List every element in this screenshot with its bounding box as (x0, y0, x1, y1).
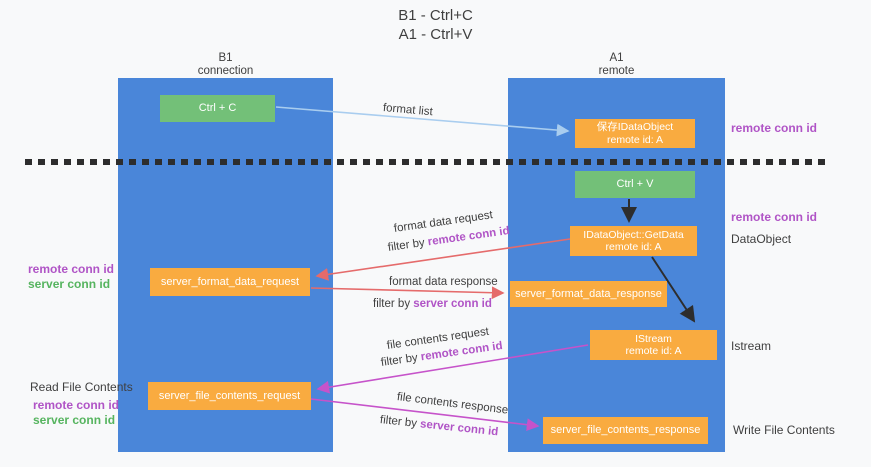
node-server-file-contents-response: server_file_contents_response (543, 417, 708, 444)
annotation-remote-conn-id-top: remote conn id (731, 121, 818, 135)
annotation-file-remote-conn-id: remote conn id (33, 398, 120, 412)
getdata-line1: IDataObject::GetData (583, 228, 684, 241)
label-file-contents-response-filter: filter by server conn id (379, 414, 498, 438)
server-format-data-request-label: server_format_data_request (160, 275, 300, 288)
title-line-1: B1 - Ctrl+C (398, 7, 473, 24)
lane-header-b1: B1 connection (118, 52, 333, 77)
node-server-format-data-response: server_format_data_response (510, 281, 667, 307)
annotation-file-server-conn-id: server conn id (33, 413, 116, 427)
annotation-read-file-contents: Read File Contents (30, 380, 133, 394)
annotation-format-remote-conn-id: remote conn id (28, 262, 115, 276)
ctrl-c-label: Ctrl + C (198, 102, 237, 114)
format-data-response-arrow (310, 286, 505, 300)
filter-by-text: filter by (387, 236, 429, 254)
node-istream: IStream remote id: A (590, 330, 717, 360)
node-ctrl-v: Ctrl + V (575, 171, 695, 198)
filter-server-conn-id: server conn id (413, 298, 492, 310)
server-format-data-response-label: server_format_data_response (515, 287, 662, 300)
getdata-line2: remote id: A (605, 241, 662, 253)
node-ctrl-c: Ctrl + C (160, 95, 275, 122)
lane-a1-title: A1 (609, 52, 624, 64)
lane-header-a1: A1 remote (508, 52, 725, 77)
node-save-idataobject: 保存IDataObject remote id: A (575, 119, 695, 148)
node-idataobject-getdata: IDataObject::GetData remote id: A (570, 226, 697, 256)
lane-b1-subtitle: connection (197, 64, 254, 77)
annotation-format-server-conn-id: server conn id (28, 277, 111, 291)
label-format-data-response-filter: filter by server conn id (373, 298, 492, 310)
clipboard-phase-divider (25, 159, 830, 165)
server-file-contents-response-label: server_file_contents_response (550, 424, 701, 436)
ctrl-v-label: Ctrl + V (616, 178, 654, 190)
filter-by-text: filter by (379, 414, 421, 431)
diagram-title: B1 - Ctrl+C A1 - Ctrl+V (0, 6, 871, 44)
label-format-list: format list (382, 102, 434, 119)
annotation-dataobject: DataObject (731, 232, 792, 246)
annotation-remote-conn-id-mid: remote conn id (731, 210, 818, 224)
title-line-2: A1 - Ctrl+V (398, 26, 473, 43)
filter-by-text: filter by (380, 351, 422, 369)
save-idataobject-line1: 保存IDataObject (596, 121, 674, 133)
istream-line2: remote id: A (625, 345, 682, 357)
label-format-data-response: format data response (389, 276, 498, 288)
server-file-contents-request-label: server_file_contents_request (158, 389, 301, 402)
annotation-istream: Istream (731, 339, 772, 353)
istream-line1: IStream (635, 332, 672, 345)
filter-by-text: filter by (373, 298, 414, 310)
label-file-contents-response: file contents response (396, 391, 509, 417)
node-server-file-contents-request: server_file_contents_request (148, 382, 311, 410)
node-server-format-data-request: server_format_data_request (150, 268, 310, 296)
filter-server-conn-id: server conn id (419, 418, 499, 439)
lane-a1-subtitle: remote (598, 64, 635, 77)
save-idataobject-line2: remote id: A (606, 133, 664, 146)
lane-b1-title: B1 (218, 52, 233, 64)
annotation-write-file-contents: Write File Contents (733, 423, 835, 437)
